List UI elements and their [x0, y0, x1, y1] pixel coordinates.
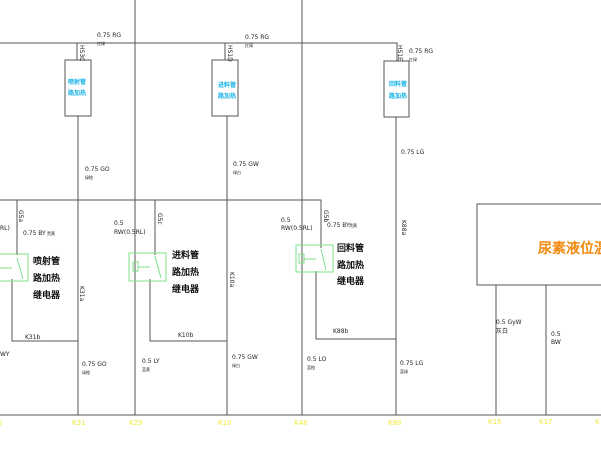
label: RW(0.5RL) [281, 225, 313, 232]
label: 路加热 [337, 259, 364, 271]
label: 0.75 GW [232, 354, 258, 361]
connector-pins: 5 K31 K29 K10 K48 K88 K15 K17 K [0, 418, 600, 427]
pin-label: K31 [72, 419, 86, 427]
pin-label: K48 [294, 419, 308, 427]
label: 0.75 GO [82, 361, 107, 368]
label: G5a [17, 210, 24, 222]
label: 红绿 [409, 56, 417, 62]
pin-label: K29 [129, 419, 143, 427]
label: 0.75 GO [85, 166, 110, 173]
label: 蓝橙 [307, 364, 315, 370]
label: 0.5 LO [307, 356, 327, 363]
wires [0, 0, 601, 416]
label: 回料管 [337, 242, 364, 254]
label: G5c [156, 213, 163, 225]
label: HS1D [226, 45, 233, 62]
pin-label: 5 [0, 419, 2, 427]
pin-label: K17 [539, 418, 553, 426]
label: G5b [322, 210, 329, 222]
pin-label: K88 [388, 419, 402, 427]
label: 路加热 [218, 92, 236, 100]
label: 红绿 [97, 40, 105, 46]
label: 0.75 RG [97, 32, 121, 39]
label: 0.5 [114, 220, 124, 227]
label: HS1E [396, 45, 403, 61]
label: 尿素液位温度传 [538, 240, 601, 257]
label: 红绿 [245, 42, 253, 48]
label: 绿白 [233, 169, 241, 175]
label: 喷射管 [68, 78, 86, 86]
label: RW(0.5RL) [114, 229, 146, 236]
label: 0.5 [551, 331, 561, 338]
label: 路加热 [33, 272, 60, 284]
label: K10a [228, 272, 235, 288]
label: 绿橙 [82, 369, 90, 375]
label: 继电器 [337, 275, 365, 287]
label: HS3C [78, 45, 85, 61]
label: 0.75 LG [401, 149, 425, 156]
label: 继电器 [33, 289, 61, 301]
label: RL) [0, 225, 10, 232]
relay-3: G5b 0.5 RW(0.5RL) 0.75 BY 黑黄 回料管 路加热 继电器… [281, 210, 424, 374]
label: 喷射管 [33, 255, 60, 267]
pin-label: K10 [218, 419, 232, 427]
label: 路加热 [389, 92, 407, 100]
label: 蓝黄 [142, 366, 150, 372]
label: 0.75 LG [400, 360, 424, 367]
label: 进料管 [218, 81, 236, 89]
heater-2: 进料管 路加热 HS1D 0.75 RG 红绿 0.75 GW 绿白 [211, 34, 269, 175]
label: 蓝绿 [400, 368, 408, 374]
label: 绿橙 [85, 174, 93, 180]
label: K10b [178, 332, 194, 339]
label: 0.5 LY [142, 358, 160, 365]
heater-3: 回料管 路加热 HS1E 0.75 RG 红绿 0.75 LG [383, 45, 433, 156]
heater-1: 喷射管 路加热 HS3C 0.75 RG 红绿 0.75 GO 绿橙 [64, 32, 121, 180]
label: K31a [78, 286, 85, 302]
relay-2: G5c 0.5 RW(0.5RL) 进料管 路加热 继电器 K10a K10b … [114, 213, 258, 372]
label: 路加热 [172, 266, 199, 278]
pin-label: K15 [488, 418, 502, 426]
label: 黑黄 [47, 230, 55, 236]
label: 继电器 [172, 283, 200, 295]
label: 0.75 RG [409, 48, 433, 55]
relay-1: G5a RL) 0.75 BY 黑黄 喷射管 路加热 继电器 K31a K31b… [0, 210, 107, 375]
label: 进料管 [172, 249, 199, 261]
label: K88a [400, 220, 407, 236]
label: 路加热 [68, 89, 86, 97]
label: K88b [333, 328, 349, 335]
label: WY [0, 351, 10, 358]
label: 回料管 [389, 80, 407, 88]
label: K31b [25, 334, 41, 341]
urea-level-temp-sensor: 尿素液位温度传 0.5 GyW 灰白 0.5 BW [476, 203, 601, 346]
label: 黑黄 [349, 222, 357, 228]
label: 0.75 RG [245, 34, 269, 41]
label: BW [551, 339, 561, 346]
label: 0.5 GyW [496, 319, 522, 326]
label: 0.75 BY [23, 230, 46, 237]
label: 0.75 BY [327, 222, 350, 229]
label: 0.5 [281, 217, 291, 224]
pin-label: K [595, 418, 600, 426]
label: 绿白 [232, 362, 240, 368]
label: 灰白 [496, 327, 508, 335]
label: 0.75 GW [233, 161, 259, 168]
